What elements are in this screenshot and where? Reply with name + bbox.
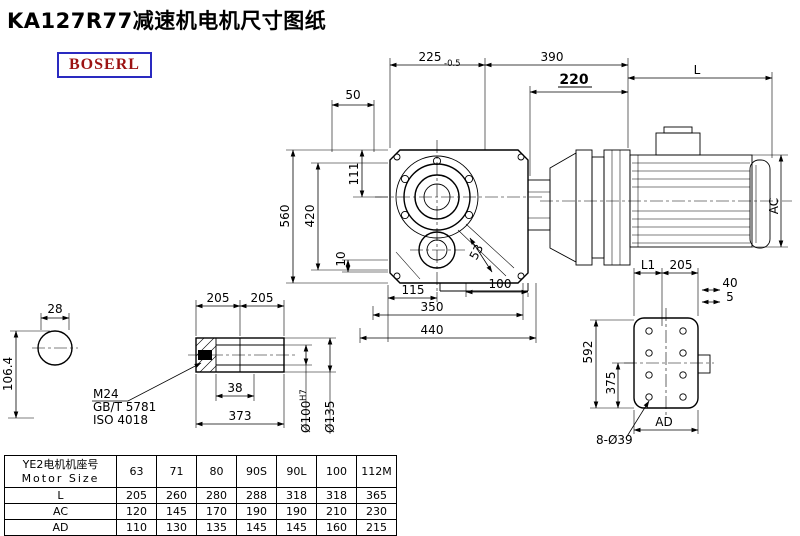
dim-ad: AD [655,415,672,429]
cell-value: 318 [316,487,357,504]
dim-220: 220 [559,72,588,88]
dim-l: L [694,63,701,77]
dim-10: 10 [334,251,348,266]
dim-115: 115 [402,283,425,297]
cell-value: 145 [156,503,197,520]
cell-value: 205 [116,487,157,504]
shaft-end-view: 28 106.4 [1,302,78,419]
dim-560: 560 [278,205,292,228]
row-label: AC [4,503,117,520]
size-col-header: 90L [276,455,317,488]
dim-135: Ø135 [323,401,337,433]
cell-value: 288 [236,487,277,504]
size-col-header: 100 [316,455,357,488]
dim-8-holes: 8-Ø39 [596,433,633,447]
top-dimensions: 225 -0.5 390 220 L 50 [331,50,773,176]
brand-logo: BOSERL [57,52,152,78]
table-row-ad: AD 110 130 135 145 145 160 215 [4,519,397,536]
cell-value: 145 [276,519,317,536]
cell-value: 130 [156,519,197,536]
left-dimensions: 560 420 111 10 [278,149,388,284]
size-col-header: 63 [116,455,157,488]
dim-50: 50 [345,88,360,102]
cell-value: 190 [236,503,277,520]
table-row-l: L 205 260 280 288 318 318 365 [4,487,397,504]
cell-value: 145 [236,519,277,536]
cell-value: 160 [316,519,357,536]
dim-592: 592 [581,341,595,364]
cell-value: 215 [356,519,397,536]
output-flange-view: L1 205 40 5 592 375 AD 8-Ø39 [581,258,738,447]
dim-350: 350 [421,300,444,314]
dim-l1: L1 [641,258,655,272]
cell-value: 280 [196,487,237,504]
dim-bore-fit: H7 [299,389,309,401]
dim-225: 225 [419,50,442,64]
cell-value: 230 [356,503,397,520]
label-gbt-5781: GB/T 5781 [93,400,156,414]
row-label: AD [4,519,117,536]
gearbox-front-view [375,140,545,292]
dim-53: 53 [467,242,487,262]
cell-value: 260 [156,487,197,504]
label-iso-4018: ISO 4018 [93,413,148,427]
cell-value: 120 [116,503,157,520]
dim-390: 390 [541,50,564,64]
dim-5: 5 [726,290,734,304]
table-header-cn: YE2电机机座号 [22,457,99,471]
main-bottom-dimensions: 53 115 100 350 440 AC [359,154,788,343]
cell-value: 190 [276,503,317,520]
cell-value: 135 [196,519,237,536]
dim-28: 28 [47,302,62,316]
table-row-ac: AC 120 145 170 190 190 210 230 [4,503,397,520]
dim-205-b: 205 [251,291,274,305]
dim-375: 375 [604,372,618,395]
cell-value: 365 [356,487,397,504]
dim-ac: AC [767,198,781,214]
motor-side-view [527,126,792,266]
size-col-header: 80 [196,455,237,488]
dim-38: 38 [227,381,242,395]
dim-373: 373 [229,409,252,423]
cell-value: 210 [316,503,357,520]
cell-value: 110 [116,519,157,536]
motor-size-table: YE2电机机座号 Motor Size 63 71 80 90S 90L 100… [4,455,397,536]
dim-205-a: 205 [207,291,230,305]
table-header-motor-size: YE2电机机座号 Motor Size [4,455,117,488]
dim-100: 100 [489,277,512,291]
size-col-header: 90S [236,455,277,488]
shaft-detail-view: 205 205 M24 GB/T 5781 ISO 4018 38 373 Ø1… [92,291,337,434]
dim-225-tolerance: -0.5 [444,59,461,69]
dim-bore-100h7: Ø100 [299,401,313,433]
cell-value: 170 [196,503,237,520]
size-col-header: 112M [356,455,397,488]
dim-106-4: 106.4 [1,357,15,391]
dim-205-flange: 205 [670,258,693,272]
row-label: L [4,487,117,504]
page-title: KA127R77减速机电机尺寸图纸 [7,9,327,33]
table-header-en: Motor Size [21,471,100,485]
dim-440: 440 [421,323,444,337]
size-col-header: 71 [156,455,197,488]
dim-40: 40 [722,276,737,290]
dim-420: 420 [303,205,317,228]
dim-111: 111 [347,163,361,186]
cell-value: 318 [276,487,317,504]
label-m24: M24 [93,387,119,401]
